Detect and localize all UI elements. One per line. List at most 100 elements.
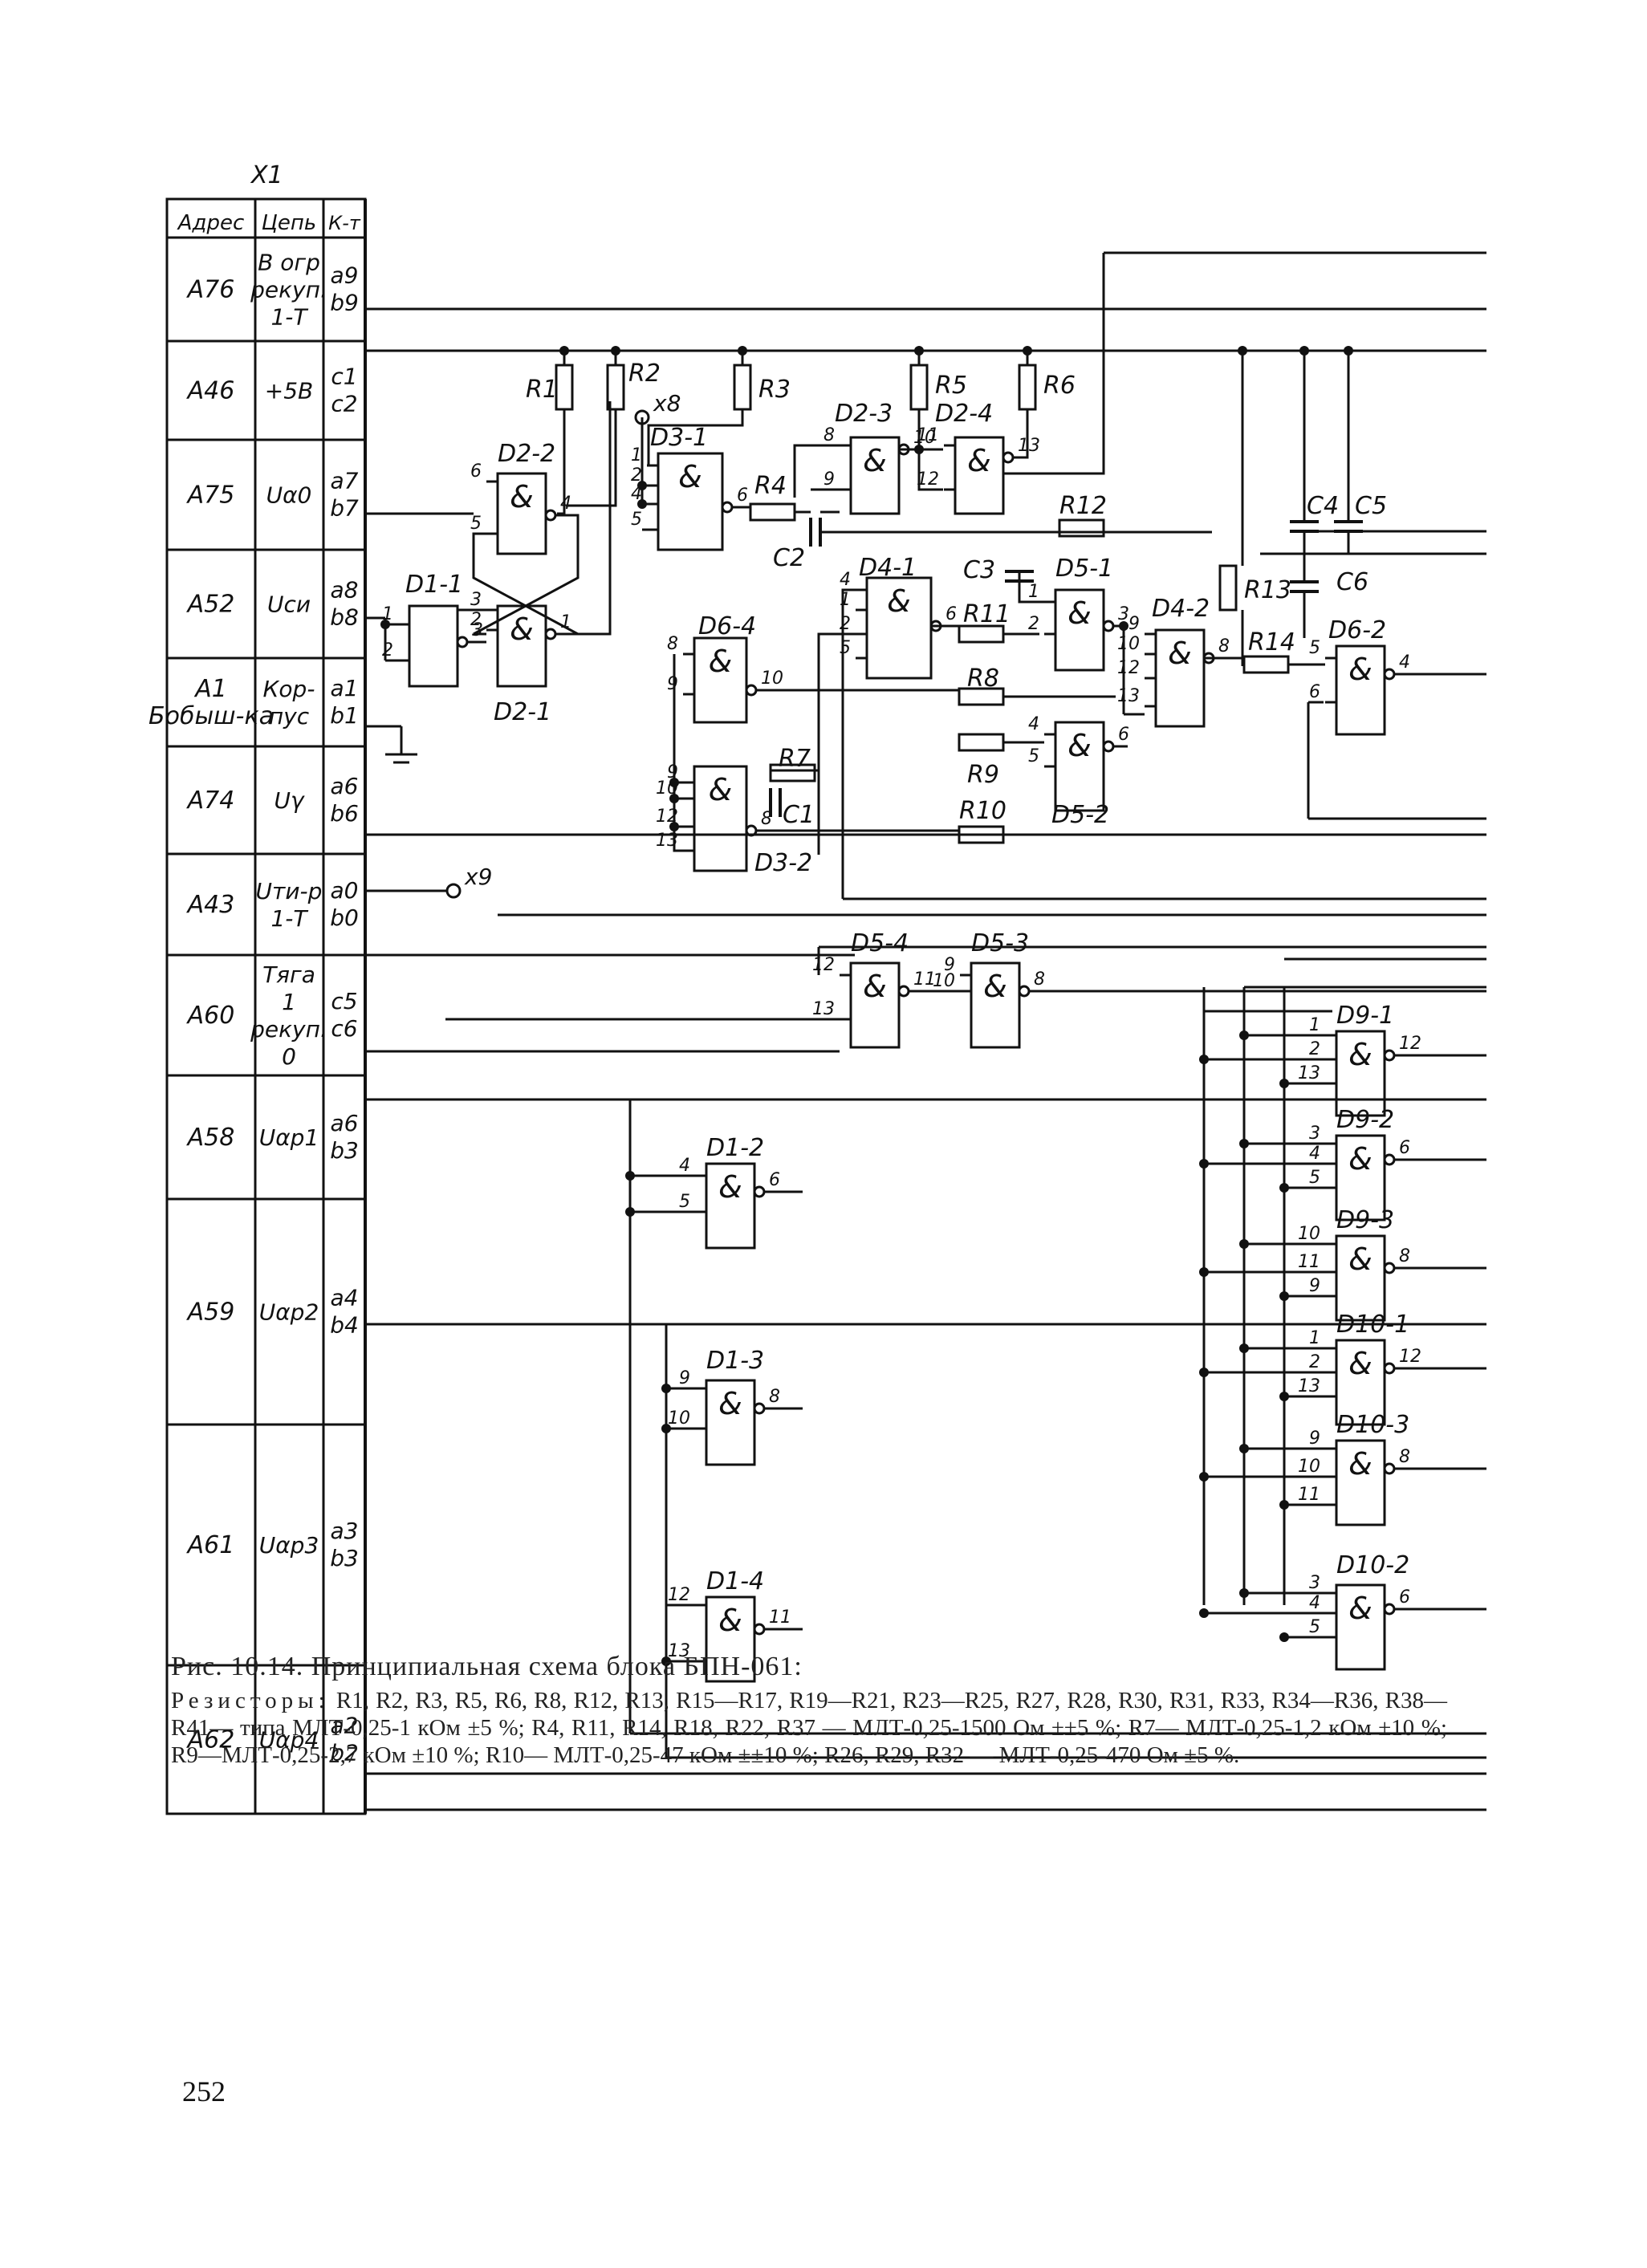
- gate-label: D2-2: [498, 440, 555, 468]
- pin-number: 8: [1399, 1447, 1410, 1467]
- pin-number: 9: [679, 1368, 690, 1388]
- cell-contact: b4: [330, 1312, 359, 1339]
- pin-number: 1: [1309, 1328, 1320, 1348]
- cell-contact: а3: [331, 1518, 359, 1544]
- cell-address: А60: [186, 1002, 235, 1030]
- cell-address: А74: [186, 786, 235, 815]
- gate-symbol: &: [718, 1169, 742, 1205]
- cell-contact: а8: [331, 577, 359, 604]
- gate-body: [408, 604, 459, 688]
- cell-circuit: Тяга: [262, 961, 315, 988]
- gate-symbol: &: [678, 459, 702, 494]
- pin-number: 4: [560, 494, 571, 514]
- resistor-r13: R13: [1218, 564, 1291, 612]
- capacitor-c1: C1: [769, 788, 815, 829]
- resistor-label: R9: [967, 761, 999, 789]
- capacitor-label: C3: [963, 556, 995, 584]
- resistor-r6: R6: [1018, 364, 1076, 411]
- pin-number: 3: [1309, 1573, 1320, 1593]
- cell-contact: b7: [330, 495, 359, 522]
- gate-symbol: &: [1348, 1446, 1372, 1482]
- pin-number: 8: [1034, 969, 1045, 990]
- pin-number: 10: [933, 971, 955, 991]
- resistor-body: [909, 364, 929, 411]
- cell-contact: а7: [331, 468, 359, 494]
- junction-dot: [1239, 1139, 1249, 1148]
- gate-body: [954, 436, 1005, 515]
- capacitor-label: C6: [1336, 568, 1368, 596]
- junction-dot: [669, 778, 679, 787]
- inversion-bubble: [544, 628, 557, 640]
- capacitor-label: C5: [1355, 492, 1387, 520]
- resistor-r8: R8: [958, 665, 1005, 706]
- wire: [566, 409, 617, 507]
- cell-address: Бобыш-ка: [148, 702, 274, 730]
- junction-dot: [1239, 1343, 1249, 1353]
- gate-body: [496, 604, 547, 688]
- gate-label: D4-2: [1152, 595, 1210, 623]
- pin-number: 4: [840, 570, 851, 590]
- pin-number: 13: [1298, 1063, 1320, 1083]
- gate-symbol: &: [863, 443, 887, 478]
- resistor-r1: R1: [526, 364, 574, 411]
- gate-label: D1-3: [706, 1347, 764, 1375]
- inversion-bubble: [1383, 668, 1396, 681]
- wire: [917, 409, 943, 491]
- cell-address: А46: [186, 377, 235, 405]
- gate-symbol: &: [983, 969, 1007, 1004]
- pin-number: 9: [1309, 1276, 1320, 1296]
- pin-number: 10: [761, 669, 783, 689]
- gate-body: [970, 961, 1021, 1049]
- resistor-label: R11: [963, 600, 1011, 628]
- gate-body: [705, 1595, 756, 1683]
- cell-circuit: 1: [282, 989, 296, 1015]
- pin-number: 13: [668, 1641, 690, 1661]
- inversion-bubble: [1383, 1262, 1396, 1274]
- pin-number: 3: [470, 590, 482, 610]
- junction-dot: [1199, 1267, 1209, 1277]
- wire: [673, 654, 683, 852]
- pin-number: 5: [840, 638, 851, 658]
- resistor-r5: R5: [909, 364, 967, 411]
- pin-number: 4: [1399, 652, 1410, 673]
- pin-number: 12: [812, 955, 835, 975]
- capacitor-label: C1: [783, 801, 815, 829]
- gate-symbol: &: [1348, 652, 1372, 687]
- cell-circuit: 1-Т: [270, 905, 308, 932]
- cell-circuit: рекуп.: [250, 1016, 327, 1043]
- gate-body: [1335, 1134, 1386, 1221]
- cell-circuit: пус: [269, 703, 310, 730]
- inversion-bubble: [1383, 1362, 1396, 1375]
- resistor-label: R3: [758, 376, 791, 404]
- cell-contact: а2: [331, 1713, 359, 1739]
- cell-circuit: Uαр4: [259, 1727, 319, 1754]
- junction-dot: [1239, 1030, 1249, 1040]
- pin-number: 6: [946, 604, 957, 624]
- junction-dot: [661, 1384, 671, 1393]
- gate-body: [1154, 628, 1206, 728]
- cell-contact: b8: [330, 604, 359, 631]
- gate-symbol: &: [718, 1386, 742, 1421]
- inversion-bubble: [1102, 620, 1115, 632]
- cell-circuit: В огр: [258, 250, 320, 276]
- gate-body: [1054, 588, 1105, 672]
- pin-number: 12: [917, 469, 939, 490]
- gate-label: D5-4: [851, 929, 909, 957]
- gate-body: [1054, 721, 1105, 812]
- resistor-body: [733, 364, 752, 411]
- cell-circuit: Uγ: [274, 787, 304, 814]
- junction-dot: [1239, 1588, 1249, 1598]
- gate-body: [1335, 644, 1386, 736]
- pin-number: 1: [631, 445, 642, 465]
- inversion-bubble: [753, 1623, 766, 1636]
- inversion-bubble: [1018, 985, 1031, 998]
- pin-number: 5: [1309, 1168, 1320, 1188]
